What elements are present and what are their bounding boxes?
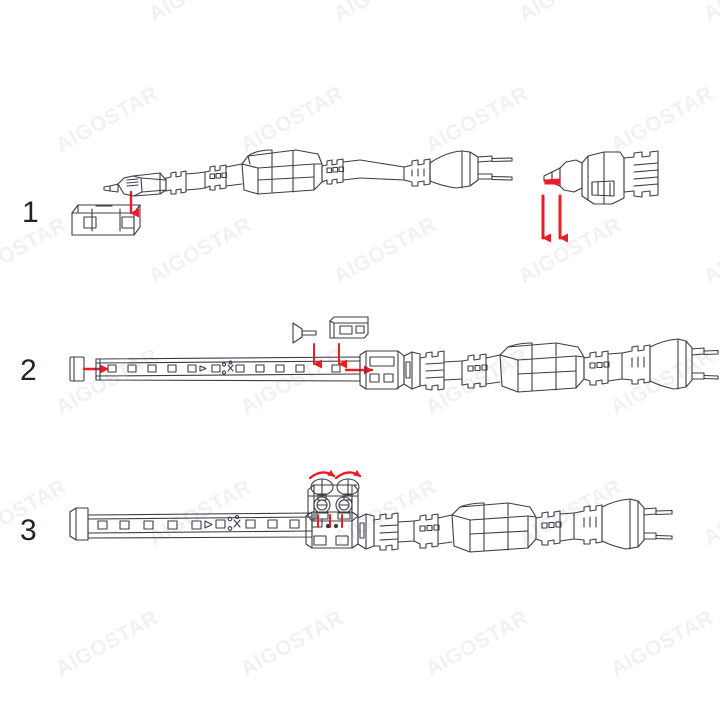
strip-markings-step3 [204, 514, 241, 531]
cable-connector-to-box-step1 [197, 171, 206, 190]
step-3-illustration [69, 469, 673, 553]
part-power-supply-box-step3 [451, 502, 537, 553]
part-strip-connector-step3 [305, 511, 415, 551]
part-screw-left-step3 [310, 478, 334, 501]
strain-relief-right-step1 [321, 158, 361, 185]
cable-to-plug-step1 [359, 159, 405, 181]
part-end-cap-step2 [69, 356, 85, 382]
arrows-press-down-step1 [541, 194, 568, 243]
strain-relief-right-step2 [583, 350, 623, 386]
strip-markings-step2 [199, 360, 234, 375]
part-silicone-plug-step2 [292, 322, 317, 344]
part-screw-right-step3 [336, 478, 360, 501]
part-eu-power-plug-step3 [573, 498, 673, 550]
part-mounting-bracket-step3 [307, 484, 359, 522]
strain-relief-left-step1 [204, 163, 243, 191]
part-eu-power-plug-step2 [621, 338, 719, 390]
strain-relief-right-step3 [535, 510, 575, 546]
step-1-illustration [71, 149, 659, 243]
step-number-1: 1 [22, 196, 39, 229]
led-chips-step2 [107, 364, 341, 373]
part-eu-power-plug-step1 [403, 150, 513, 189]
part-strip-connector-step2 [359, 350, 463, 391]
part-power-supply-box-step2 [499, 342, 585, 393]
strain-relief-left-step2 [461, 353, 501, 389]
part-mounting-clip-step2 [329, 316, 369, 339]
step-number-2: 2 [20, 354, 37, 387]
arrows-parts-down-step2 [313, 343, 347, 369]
part-power-supply-box-step1 [241, 149, 323, 195]
part-end-cap-step3 [69, 507, 89, 541]
step-2-illustration [69, 316, 719, 393]
part-waterproof-connector-step1 [103, 170, 199, 197]
led-chips-step3 [97, 519, 300, 530]
strain-relief-left-step3 [413, 513, 453, 549]
arrows-tighten-screws-step3 [308, 469, 362, 480]
part-connector-detail-view-step1 [543, 150, 659, 205]
step-number-3: 3 [20, 514, 37, 547]
